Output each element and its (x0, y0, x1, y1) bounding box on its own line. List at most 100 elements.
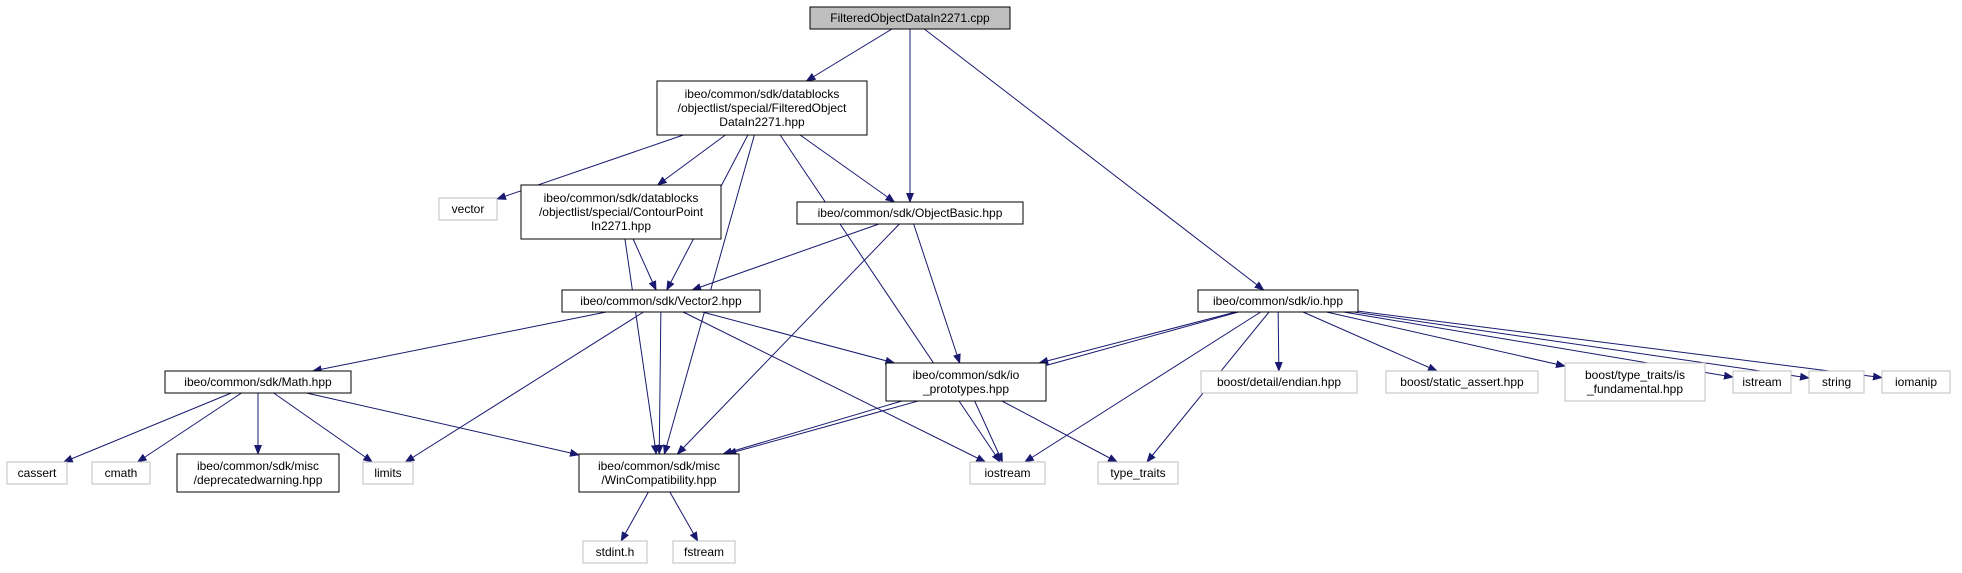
edge-n8-to-n20 (974, 400, 1003, 463)
node-label-line: _fundamental.hpp (1586, 382, 1683, 396)
edge-arrow (620, 491, 649, 542)
node-label-line: boost/type_traits/is (1585, 368, 1685, 382)
edge-n7-to-n19 (306, 392, 580, 457)
node-boost-detail-endian-hpp[interactable]: boost/detail/endian.hpp (1200, 370, 1358, 394)
node-cassert[interactable]: cassert (6, 461, 68, 485)
edge-arrow (632, 238, 657, 291)
node-label-line: cassert (18, 466, 57, 480)
edge-arrow (779, 134, 1001, 463)
node-ibeo-common-sdk-datablocks-objectlist-special-filteredobjectdatain2271-hpp[interactable]: ibeo/common/sdk/datablocks/objectlist/sp… (656, 80, 868, 136)
node-boost-static-assert-hpp[interactable]: boost/static_assert.hpp (1385, 370, 1539, 394)
node-box (438, 197, 498, 221)
edge-arrow (923, 28, 1265, 291)
node-box (164, 370, 352, 394)
edge-n5-to-n10 (1302, 311, 1438, 372)
edge-arrow (136, 392, 242, 463)
edge-arrow (311, 311, 607, 374)
node-label-line: /objectlist/special/FilteredObject (678, 101, 847, 115)
node-box (1200, 370, 1358, 394)
node-label-line: type_traits (1110, 466, 1165, 480)
edge-n4-to-n6 (691, 223, 880, 291)
node-iomanip[interactable]: iomanip (1881, 370, 1951, 394)
node-ibeo-common-sdk-misc-deprecatedwarning-hpp[interactable]: ibeo/common/sdk/misc/deprecatedwarning.h… (176, 453, 340, 493)
node-label-line: string (1822, 375, 1851, 389)
edge-arrow (805, 28, 893, 82)
node-stdint-h[interactable]: stdint.h (582, 540, 648, 564)
node-box (578, 453, 740, 493)
node-label-line: FilteredObjectDataIn2271.cpp (830, 11, 990, 25)
node-string[interactable]: string (1808, 370, 1865, 394)
edge-n0-to-n1 (805, 28, 893, 82)
edges-layer (62, 28, 1883, 542)
node-vector[interactable]: vector (438, 197, 498, 221)
edge-n8-to-n19 (722, 400, 903, 456)
node-limits[interactable]: limits (362, 461, 414, 485)
edge-arrow (682, 311, 987, 463)
node-box (561, 289, 761, 313)
edge-arrow (624, 238, 659, 455)
edge-arrow (1023, 311, 1261, 463)
node-box (672, 540, 736, 564)
node-ibeo-common-sdk-objectbasic-hpp[interactable]: ibeo/common/sdk/ObjectBasic.hpp (796, 201, 1024, 225)
node-label-line: ibeo/common/sdk/misc (598, 459, 720, 473)
node-label-line: istream (1742, 375, 1781, 389)
node-istream[interactable]: istream (1732, 370, 1792, 394)
edge-n7-to-n15 (62, 392, 232, 463)
node-label-line: ibeo/common/sdk/ObjectBasic.hpp (818, 206, 1003, 220)
node-box (520, 184, 722, 240)
edge-n6-to-n18 (404, 311, 644, 463)
edge-n19-to-n23 (669, 491, 699, 542)
edge-arrow (669, 491, 699, 542)
node-box (1097, 461, 1179, 485)
node-ibeo-common-sdk-misc-wincompatibility-hpp[interactable]: ibeo/common/sdk/misc/WinCompatibility.hp… (578, 453, 740, 493)
edge-n5-to-n14 (1357, 310, 1883, 381)
edge-arrow (691, 223, 880, 291)
edge-n6-to-n7 (311, 311, 607, 374)
edge-n5-to-n11 (1326, 311, 1566, 369)
node-filteredobjectdatain2271-cpp[interactable]: FilteredObjectDataIn2271.cpp (809, 6, 1011, 30)
edge-arrow (655, 311, 664, 455)
node-box (809, 6, 1011, 30)
edge-n5-to-n8 (1038, 311, 1236, 365)
node-box (656, 80, 868, 136)
node-label-line: stdint.h (596, 545, 635, 559)
edge-n5-to-n20 (1023, 311, 1261, 463)
edge-arrow (1274, 311, 1283, 372)
edge-arrow (1357, 310, 1883, 381)
node-fstream[interactable]: fstream (672, 540, 736, 564)
node-box (1564, 362, 1706, 402)
node-ibeo-common-sdk-io-prototypes-hpp[interactable]: ibeo/common/sdk/io_prototypes.hpp (885, 362, 1047, 402)
node-label-line: ibeo/common/sdk/datablocks (685, 87, 840, 101)
node-box (582, 540, 648, 564)
node-cmath[interactable]: cmath (91, 461, 151, 485)
node-ibeo-common-sdk-io-hpp[interactable]: ibeo/common/sdk/io.hpp (1197, 289, 1359, 313)
node-label-line: _prototypes.hpp (922, 382, 1009, 396)
edge-arrow (799, 134, 896, 203)
node-box (1385, 370, 1539, 394)
node-label-line: ibeo/common/sdk/io.hpp (1213, 294, 1343, 308)
edge-n1-to-n3 (656, 134, 726, 186)
node-boost-type-traits-is-fundamental-hpp[interactable]: boost/type_traits/is_fundamental.hpp (1564, 362, 1706, 402)
nodes-layer: FilteredObjectDataIn2271.cpp ibeo/common/… (6, 6, 1951, 564)
node-ibeo-common-sdk-datablocks-objectlist-special-contourpointin2271-hpp[interactable]: ibeo/common/sdk/datablocks/objectlist/sp… (520, 184, 722, 240)
node-label-line: /WinCompatibility.hpp (601, 473, 716, 487)
edge-n7-to-n16 (136, 392, 242, 463)
node-iostream[interactable]: iostream (969, 461, 1046, 485)
node-label-line: ibeo/common/sdk/Vector2.hpp (580, 294, 742, 308)
node-box (796, 201, 1024, 225)
edge-arrow (1353, 311, 1810, 381)
edge-n7-to-n18 (273, 392, 374, 463)
edge-arrow (1326, 311, 1566, 369)
edge-arrow (273, 392, 374, 463)
node-label-line: cmath (105, 466, 138, 480)
node-label-line: DataIn2271.hpp (719, 115, 805, 129)
edge-n3-to-n6 (632, 238, 657, 291)
node-box (1197, 289, 1359, 313)
node-ibeo-common-sdk-vector2-hpp[interactable]: ibeo/common/sdk/Vector2.hpp (561, 289, 761, 313)
node-ibeo-common-sdk-math-hpp[interactable]: ibeo/common/sdk/Math.hpp (164, 370, 352, 394)
node-box (91, 461, 151, 485)
edge-n19-to-n22 (620, 491, 649, 542)
node-type-traits[interactable]: type_traits (1097, 461, 1179, 485)
node-box (885, 362, 1047, 402)
